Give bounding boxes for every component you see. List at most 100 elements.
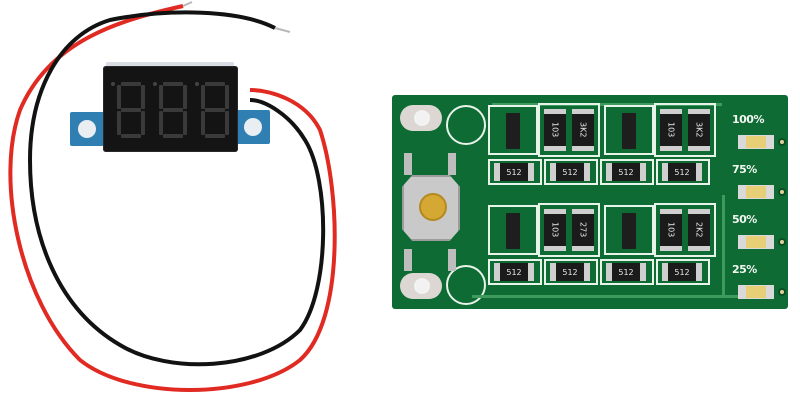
segment [117, 85, 121, 109]
silkscreen-outline [538, 103, 600, 157]
pcb-trace [472, 295, 772, 298]
via [778, 138, 786, 146]
segment [225, 111, 229, 135]
red-wire [8, 4, 337, 392]
silkscreen-outline [600, 159, 654, 185]
segment [205, 108, 225, 112]
smd-resistor: 512 [662, 263, 702, 281]
segment [117, 111, 121, 135]
smd-resistor: 103 [660, 209, 682, 251]
smd-resistor: 512 [494, 263, 534, 281]
segment [183, 85, 187, 109]
silkscreen-outline [488, 205, 538, 255]
segment [141, 111, 145, 135]
smd-resistor: 103 [544, 209, 566, 251]
decimal-point [195, 82, 199, 86]
segment [141, 85, 145, 109]
smd-resistor: 3K2 [688, 109, 710, 151]
silkscreen-outline [544, 159, 598, 185]
smd-resistor: 512 [606, 263, 646, 281]
sot23-transistor [622, 213, 636, 249]
smd-resistor: 2K2 [688, 209, 710, 251]
voltmeter-wires [8, 1, 337, 392]
led-lens [746, 136, 766, 148]
display-rim [106, 62, 234, 68]
decimal-point [153, 82, 157, 86]
voltmeter-module [70, 62, 270, 152]
segment [121, 108, 141, 112]
segment [159, 111, 163, 135]
mounting-tab-left [70, 112, 104, 146]
via [778, 238, 786, 246]
smd-resistor: 512 [550, 163, 590, 181]
pcb-trace [722, 195, 725, 295]
digit-group [111, 82, 229, 138]
silkscreen-outline [538, 203, 600, 257]
mounting-hole [244, 118, 262, 136]
silkscreen-plus-symbol [446, 265, 486, 305]
decimal-point [111, 82, 115, 86]
smd-resistor: 103 [660, 109, 682, 151]
segment [121, 134, 141, 138]
smd-led-75pct [738, 185, 786, 199]
mounting-pad-bottom [400, 273, 442, 299]
via [778, 188, 786, 196]
via [778, 288, 786, 296]
led-lens [746, 186, 766, 198]
seven-segment-display [103, 66, 238, 152]
silkscreen-outline [488, 159, 542, 185]
smd-resistor: 273 [572, 209, 594, 251]
smd-resistor: 512 [606, 163, 646, 181]
sot23-transistor [622, 113, 636, 149]
silkscreen-outline [654, 203, 716, 257]
smd-resistor: 512 [662, 163, 702, 181]
segment [159, 85, 163, 109]
segment [163, 82, 183, 86]
led-lens [746, 236, 766, 248]
digit-2 [153, 82, 187, 138]
led-label-75pct: 75% [732, 163, 757, 176]
segment [225, 85, 229, 109]
button-leg [448, 153, 456, 175]
button-actuator[interactable] [419, 193, 447, 221]
smd-resistor: 103 [544, 109, 566, 151]
segment [205, 134, 225, 138]
pcb-trace [492, 103, 722, 106]
black-wire [27, 10, 326, 367]
mounting-pad-top [400, 105, 442, 131]
sot23-transistor [506, 113, 520, 149]
led-lens [746, 286, 766, 298]
digit-3 [195, 82, 229, 138]
led-label-50pct: 50% [732, 213, 757, 226]
silkscreen-outline [654, 103, 716, 157]
segment [183, 111, 187, 135]
silkscreen-outline [600, 259, 654, 285]
silkscreen-outline [656, 259, 710, 285]
smd-led-50pct [738, 235, 786, 249]
black-wire-tip [274, 27, 291, 33]
sot23-transistor [506, 213, 520, 249]
button-leg [404, 153, 412, 175]
button-leg [404, 249, 412, 271]
smd-led-100pct [738, 135, 786, 149]
led-label-25pct: 25% [732, 263, 757, 276]
segment [163, 108, 183, 112]
button-leg [448, 249, 456, 271]
silkscreen-outline [544, 259, 598, 285]
smd-resistor: 512 [494, 163, 534, 181]
tactile-button[interactable] [402, 153, 460, 271]
mounting-tab-right [236, 110, 270, 144]
led-label-100pct: 100% [732, 113, 764, 126]
silkscreen-outline [604, 105, 654, 155]
segment [163, 134, 183, 138]
smd-resistor: 3K2 [572, 109, 594, 151]
silkscreen-outline [656, 159, 710, 185]
smd-resistor: 512 [550, 263, 590, 281]
silkscreen-minus-symbol [446, 105, 486, 145]
segment [205, 82, 225, 86]
segment [201, 111, 205, 135]
segment [201, 85, 205, 109]
smd-led-25pct [738, 285, 786, 299]
battery-indicator-pcb: 103 3K2 103 3K2 512 512 512 512 103 273 103 2K2 512 5… [392, 95, 788, 309]
red-wire-tip [182, 1, 193, 7]
